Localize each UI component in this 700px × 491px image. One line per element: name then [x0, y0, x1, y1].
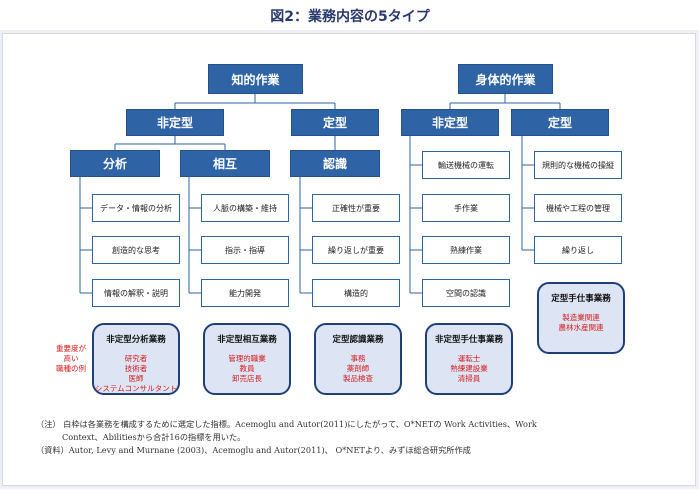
node-analysis: 分析 [70, 150, 160, 177]
leaf-recognition-2: 繰り返しが重要 [312, 236, 400, 264]
node-recognition: 認識 [290, 150, 380, 177]
leaf-phy-nonroutine-2: 手作業 [422, 194, 510, 222]
leaf-phy-nonroutine-1: 輸送機械の運転 [422, 151, 510, 179]
leaf-phy-routine-3: 繰り返し [534, 236, 622, 264]
category-title: 非定型相互業務 [217, 335, 277, 345]
leaf-phy-routine-1: 規則的な機械の操縦 [534, 151, 622, 179]
category-item: 熟練建設業 [450, 364, 488, 373]
category-item: 清掃員 [457, 374, 481, 383]
category-item: 製造業関連 [562, 313, 600, 322]
category-routine-cognitive: 定型認識業務 事務 薬剤師 製品検査 [314, 323, 402, 395]
leaf-interaction-1: 人脈の構築・維持 [201, 194, 289, 222]
leaf-recognition-1: 正確性が重要 [312, 194, 400, 222]
note-line-2: Context、Abilitiesから合計16の指標を用いた。 [62, 432, 246, 442]
category-title: 非定型手仕事業務 [434, 335, 503, 345]
category-item: 農林水産関連 [558, 323, 604, 332]
importance-note-line: 重要度が [56, 344, 86, 353]
leaf-interaction-3: 能力開発 [201, 279, 289, 307]
category-item: 管理的職業 [228, 354, 266, 363]
category-routine-manual: 定型手仕事業務 製造業関連 農林水産関連 [537, 282, 625, 354]
category-title: 定型手仕事業務 [551, 294, 611, 304]
leaf-recognition-3: 構造的 [312, 279, 400, 307]
node-phy-nonroutine: 非定型 [401, 109, 499, 136]
category-nonroutine-analytic: 非定型分析業務 研究者 技術者 医師 システムコンサルタント [92, 323, 180, 395]
category-nonroutine-interactive: 非定型相互業務 管理的職業 教員 卸売店長 [203, 323, 291, 395]
leaf-phy-routine-2: 機械や工程の管理 [534, 194, 622, 222]
category-nonroutine-manual: 非定型手仕事業務 運転士 熟練建設業 清掃員 [425, 323, 513, 395]
importance-note-line: 職種の例 [56, 364, 86, 373]
leaf-analysis-3: 情報の解釈・説明 [92, 279, 180, 307]
category-item: 研究者 [124, 354, 148, 363]
category-title: 定型認識業務 [332, 335, 384, 345]
category-item: 技術者 [124, 364, 148, 373]
category-item: 教員 [239, 364, 255, 373]
node-cog-routine: 定型 [291, 109, 379, 136]
category-item: 医師 [128, 374, 144, 383]
source-line: （資料）Autor, Levy and Murnane (2003)、Acemo… [36, 445, 471, 455]
node-phy-routine: 定型 [511, 109, 609, 136]
category-title: 非定型分析業務 [106, 335, 166, 345]
leaf-analysis-1: データ・情報の分析 [92, 194, 180, 222]
category-item: 卸売店長 [232, 374, 262, 383]
note-line-1: （注） 白枠は各業務を構成するために選定した指標。Acemoglu and Au… [36, 419, 537, 429]
figure-title: 図2：業務内容の5タイプ [270, 9, 430, 25]
leaf-analysis-2: 創造的な思考 [92, 236, 180, 264]
leaf-phy-nonroutine-4: 空間の認識 [422, 279, 510, 307]
leaf-interaction-2: 指示・指導 [201, 236, 289, 264]
category-item: 製品検査 [343, 374, 373, 383]
node-cog-nonroutine: 非定型 [126, 109, 224, 136]
category-item: システムコンサルタント [94, 384, 178, 393]
importance-note-line: 高い [63, 354, 79, 363]
category-item: 事務 [350, 354, 366, 363]
category-item: 薬剤師 [346, 364, 370, 373]
node-cognitive: 知的作業 [208, 64, 303, 94]
leaf-phy-nonroutine-3: 熟練作業 [422, 236, 510, 264]
category-item: 運転士 [457, 354, 481, 363]
importance-note: 重要度が 高い 職種の例 [46, 344, 96, 374]
node-interaction: 相互 [180, 150, 270, 177]
node-physical: 身体的作業 [458, 64, 553, 94]
